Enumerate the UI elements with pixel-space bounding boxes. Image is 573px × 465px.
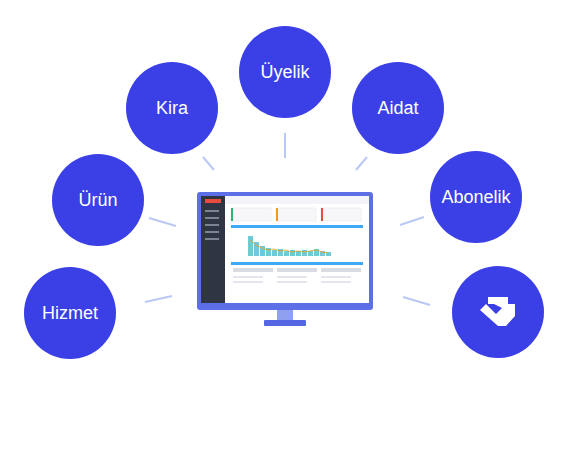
category-circle: Aidat (352, 62, 444, 154)
monitor (197, 192, 373, 326)
category-circle: Hizmet (24, 267, 116, 359)
circle-label: Kira (156, 98, 188, 119)
circle-label: Ürün (78, 190, 117, 211)
circle-label: Üyelik (260, 62, 309, 83)
category-circle: Abonelik (430, 151, 522, 243)
category-circle: Üyelik (239, 26, 331, 118)
leader-lines (145, 133, 430, 305)
circle-label: Aidat (377, 98, 418, 119)
category-circle: Kira (126, 62, 218, 154)
icon-circle (452, 266, 544, 358)
category-circle: Ürün (52, 154, 144, 246)
circle-label: Abonelik (441, 187, 510, 208)
circle-label: Hizmet (42, 303, 98, 324)
